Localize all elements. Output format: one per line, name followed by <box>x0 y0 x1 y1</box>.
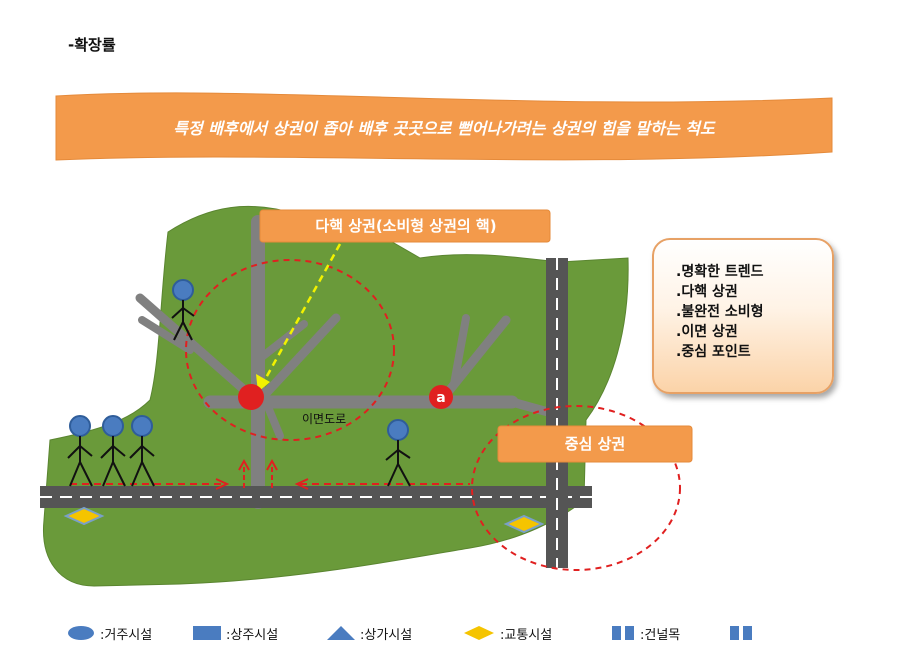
legend-label: :상가시설 <box>360 627 413 643</box>
person-figure-4 <box>129 415 155 487</box>
node-a-label: a <box>436 390 445 406</box>
banner-ribbon <box>55 92 833 161</box>
road-branch-8 <box>507 397 553 417</box>
keyword-box: .명확한 트렌드 .다핵 상권 .불완전 소비형 .이면 상권 .중심 포인트 <box>652 238 834 394</box>
transit-diamond-1 <box>63 506 105 526</box>
legend-item-extra <box>728 620 758 646</box>
person-figure-3 <box>100 415 126 487</box>
road-branch-7 <box>262 398 284 440</box>
legend-label: :상주시설 <box>226 627 279 643</box>
transit-diamond-2 <box>503 514 545 534</box>
resident-figures <box>67 279 411 487</box>
road-branch-5 <box>435 315 511 407</box>
double-bar-icon <box>730 626 752 640</box>
back-street-label: 이면도로 <box>302 412 347 426</box>
road-network <box>135 215 553 509</box>
callout-dahaek-label: 다핵 상권(소비형 상권의 핵) <box>315 217 497 235</box>
road-branch-3 <box>253 313 341 407</box>
legend-item-crosswalk: :건널목 <box>610 620 680 646</box>
legend-label: :거주시설 <box>100 627 153 643</box>
keyword-item: .다핵 상권 <box>676 284 738 300</box>
legend: :거주시설 :상주시설 :상가시설 :교통시설 :건널목 <box>66 620 786 646</box>
double-bar-icon <box>612 626 634 640</box>
road-branch-4 <box>254 320 308 364</box>
road-branch-2 <box>138 316 194 354</box>
diamond-icon <box>464 626 494 640</box>
legend-label: :교통시설 <box>500 627 553 643</box>
page-heading: -확장률 <box>68 36 116 54</box>
person-figure-2 <box>67 415 93 487</box>
callout-dahaek-box <box>259 209 551 243</box>
keyword-item: .이면 상권 <box>676 324 738 340</box>
pointer-arrow <box>260 243 342 386</box>
person-figure-1 <box>171 279 195 341</box>
flow-arrows <box>70 458 470 490</box>
ellipse-icon <box>68 626 94 640</box>
road-branch-1 <box>135 293 263 407</box>
legend-item-commercial: :상가시설 <box>326 620 412 646</box>
node-a <box>429 385 453 409</box>
center-trade-area-circle <box>471 405 681 571</box>
callout-center-box <box>497 425 693 463</box>
person-figure-5 <box>385 419 411 487</box>
road-branch-6 <box>450 314 470 388</box>
callout-center-label: 중심 상권 <box>564 435 626 453</box>
keyword-item: .중심 포인트 <box>676 344 751 360</box>
legend-item-residential: :거주시설 <box>66 620 152 646</box>
dahaek-trade-area-circle <box>185 259 395 441</box>
legend-item-transit: :교통시설 <box>462 620 552 646</box>
keyword-item: .불완전 소비형 <box>676 304 764 320</box>
rectangle-icon <box>193 626 221 640</box>
main-road-horizontal <box>40 486 592 508</box>
legend-label: :건널목 <box>640 627 681 643</box>
keyword-item: .명확한 트렌드 <box>676 264 764 280</box>
triangle-icon <box>327 626 355 640</box>
main-road-vertical <box>546 258 568 568</box>
dahaek-core-node <box>238 384 264 410</box>
main-roads <box>40 258 592 568</box>
banner-text: 특정 배후에서 상권이 좁아 배후 곳곳으로 뻗어나가려는 상권의 힘을 말하는… <box>173 119 715 138</box>
legend-item-resident-facility: :상주시설 <box>192 620 278 646</box>
